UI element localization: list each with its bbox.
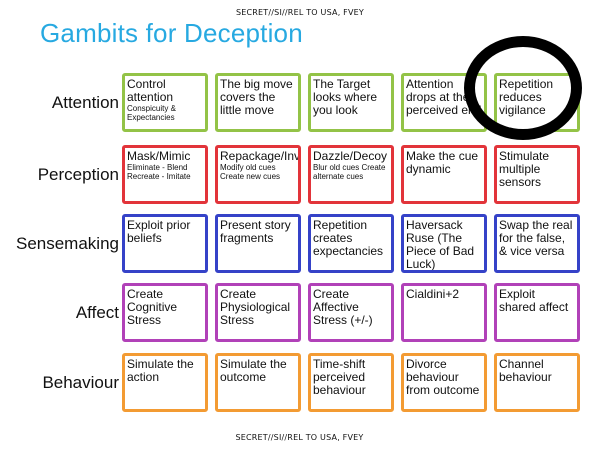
page-title: Gambits for Deception xyxy=(40,18,303,48)
gambit-cell: Simulate the action xyxy=(122,353,208,412)
row-label: Attention xyxy=(51,93,119,112)
hand-drawn-circle xyxy=(464,36,582,140)
gambit-title: Exploit shared affect xyxy=(499,287,569,314)
gambit-title: Divorce behaviour from outcome xyxy=(406,357,480,397)
gambit-title: Haversack Ruse (The Piece of Bad Luck) xyxy=(406,218,475,271)
row-label: Sensemaking xyxy=(15,234,119,253)
gambit-subtext: Blur old cues Create alternate cues xyxy=(313,163,386,181)
gambit-title: Cialdini+2 xyxy=(406,287,460,301)
gambit-title: Attention drops at the perceived end xyxy=(406,77,482,117)
row-label: Affect xyxy=(75,303,119,322)
gambit-title: Create Affective Stress (+/-) xyxy=(313,287,373,327)
gambit-title: Mask/Mimic xyxy=(127,149,191,163)
gambit-cell: Stimulate multiple sensors xyxy=(494,145,580,204)
gambit-subtext: Conspicuity & Expectancies xyxy=(127,104,176,122)
gambit-cell: Haversack Ruse (The Piece of Bad Luck) xyxy=(401,214,487,273)
classification-banner-top: SECRET//SI//REL TO USA, FVEY xyxy=(235,8,365,17)
gambit-title: Channel behaviour xyxy=(499,357,552,384)
gambit-cell: The big move covers the little move xyxy=(215,73,301,132)
gambit-cell: Repackage/InventModify old cues Create n… xyxy=(215,145,301,204)
gambit-cell: Repetition creates expectancies xyxy=(308,214,394,273)
gambit-cell: Swap the real for the false, & vice vers… xyxy=(494,214,580,273)
row-label: Perception xyxy=(37,165,119,184)
gambit-cell: Time-shift perceived behaviour xyxy=(308,353,394,412)
row-label: Behaviour xyxy=(42,373,119,392)
gambit-cell: Make the cue dynamic xyxy=(401,145,487,204)
gambit-title: Repackage/Invent xyxy=(220,149,301,163)
gambit-cell: Exploit prior beliefs xyxy=(122,214,208,273)
gambit-cell: Create Cognitive Stress xyxy=(122,283,208,342)
gambit-title: Repetition creates expectancies xyxy=(313,218,384,258)
gambit-title: Simulate the outcome xyxy=(220,357,287,384)
gambit-title: Create Cognitive Stress xyxy=(127,287,178,327)
gambit-title: Swap the real for the false, & vice vers… xyxy=(499,218,573,258)
gambit-cell: Exploit shared affect xyxy=(494,283,580,342)
gambit-title: Create Physiological Stress xyxy=(220,287,291,327)
classification-banner-bottom: SECRET//SI//REL TO USA, FVEY xyxy=(235,433,364,442)
gambit-title: Exploit prior beliefs xyxy=(127,218,191,245)
gambit-cell: Create Physiological Stress xyxy=(215,283,301,342)
gambit-cell: Cialdini+2 xyxy=(401,283,487,342)
gambit-cell: Channel behaviour xyxy=(494,353,580,412)
gambit-cell: The Target looks where you look xyxy=(308,73,394,132)
gambit-title: Present story fragments xyxy=(220,218,291,245)
gambit-title: The Target looks where you look xyxy=(313,77,378,117)
gambit-title: Make the cue dynamic xyxy=(406,149,479,176)
gambit-title: Stimulate multiple sensors xyxy=(499,149,550,189)
gambit-subtext: Eliminate - Blend Recreate - Imitate xyxy=(127,163,191,181)
gambit-cell: Create Affective Stress (+/-) xyxy=(308,283,394,342)
gambit-title: Control attention xyxy=(127,77,174,104)
gambit-cell: Simulate the outcome xyxy=(215,353,301,412)
gambit-cell: Divorce behaviour from outcome xyxy=(401,353,487,412)
gambit-subtext: Modify old cues Create new cues xyxy=(220,163,281,181)
gambit-cell: Present story fragments xyxy=(215,214,301,273)
gambit-title: Time-shift perceived behaviour xyxy=(313,357,366,397)
gambit-title: Simulate the action xyxy=(127,357,194,384)
gambit-title: The big move covers the little move xyxy=(220,77,293,117)
gambit-title: Dazzle/Decoy xyxy=(313,149,388,163)
